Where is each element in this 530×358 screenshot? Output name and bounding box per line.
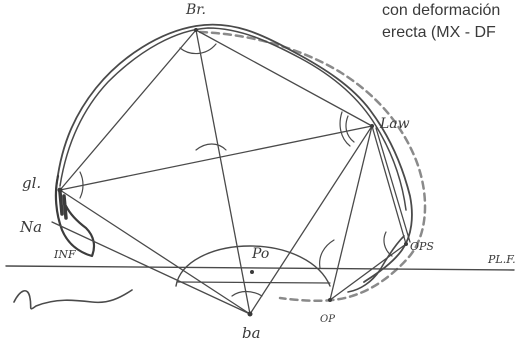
point-ops: [404, 242, 408, 246]
porion-line: [177, 281, 331, 284]
line-br-ba: [195, 29, 251, 315]
point-gl: [57, 187, 63, 193]
line-ops-op: [329, 243, 407, 301]
label-op: OP: [320, 314, 335, 325]
point-ba: [247, 311, 253, 317]
label-plf: PL.F.: [487, 253, 516, 266]
line-law-ops-2: [375, 127, 411, 243]
point-br: [194, 28, 198, 32]
line-law-ops: [371, 125, 407, 245]
occipital-contour: [347, 235, 405, 293]
jaw-squiggle: [13, 289, 133, 310]
frontal-shading: [58, 190, 68, 220]
angle-arc-ba: [231, 290, 263, 297]
skull-outline: [55, 23, 413, 283]
facial-contour: [54, 174, 96, 258]
label-gl: gl.: [22, 174, 41, 192]
line-law-ba: [249, 125, 373, 315]
point-po: [250, 270, 254, 274]
line-gl-law: [59, 125, 373, 191]
angle-arc-law-2: [339, 111, 351, 147]
line-br-law: [195, 29, 373, 127]
label-inf: INF: [53, 248, 76, 261]
construction-lines: [51, 29, 411, 315]
label-br: Br.: [185, 2, 206, 18]
angle-arc-law: [345, 115, 355, 143]
caption-line-1: con deformación: [382, 2, 501, 19]
line-law-op: [329, 125, 373, 301]
angle-arc-center: [195, 143, 227, 151]
basion-arc: [175, 245, 331, 287]
skull-outline-dashed: [198, 30, 427, 303]
label-po: Po: [251, 246, 269, 262]
landmark-points: [57, 28, 408, 317]
point-law: [370, 124, 374, 128]
line-br-gl: [59, 29, 197, 191]
angle-arc-br: [179, 43, 217, 55]
label-na: Na: [19, 218, 42, 236]
line-na-ba: [51, 221, 251, 315]
point-op: [328, 298, 332, 302]
angle-marks: [79, 43, 393, 297]
line-gl-ba: [59, 189, 251, 315]
angle-arc-gl: [79, 171, 84, 199]
angle-arc-op: [319, 239, 335, 269]
label-ba: ba: [242, 324, 261, 342]
label-law: Law: [379, 116, 410, 132]
angle-arc-ops: [383, 231, 393, 257]
label-ops: OPS: [410, 240, 434, 253]
caption-line-2: erecta (MX - DF: [382, 24, 496, 41]
skull-outline-second: [59, 27, 407, 211]
frankfort-plane-line: [5, 265, 515, 271]
